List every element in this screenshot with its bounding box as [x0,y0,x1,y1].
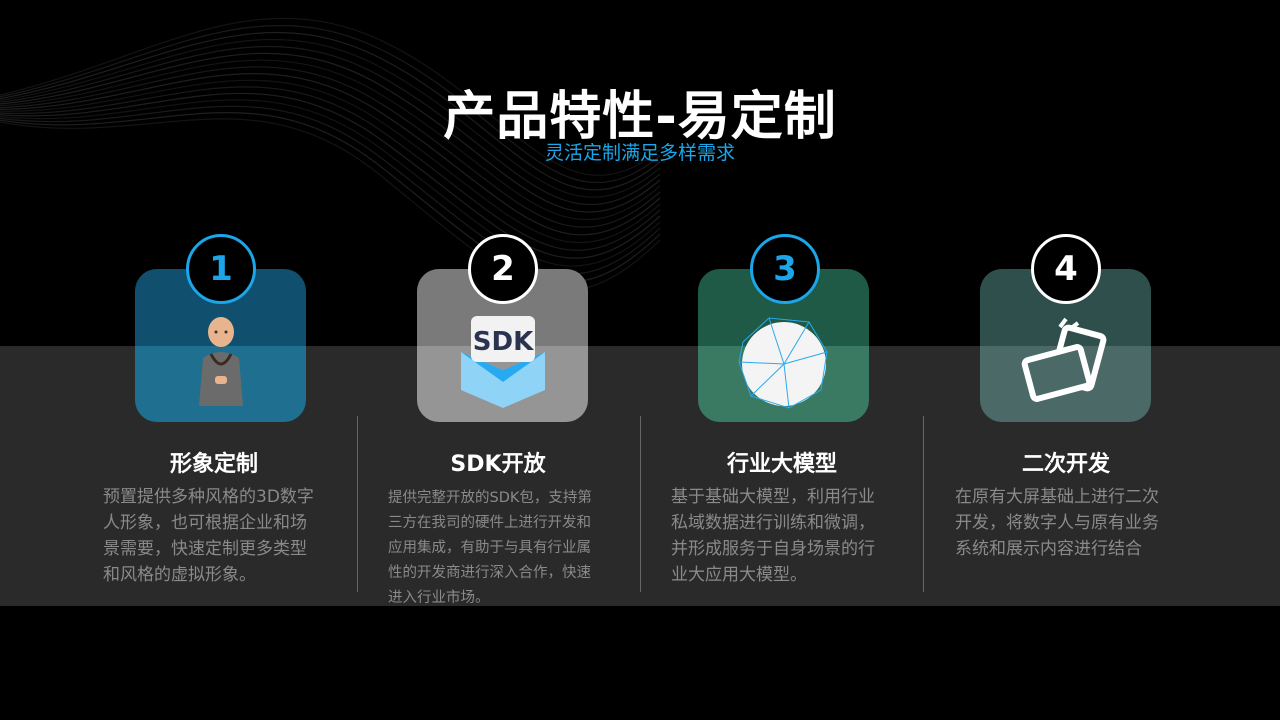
page-title: 产品特性-易定制 [443,87,837,147]
wave-line [0,59,661,220]
wave-line [0,73,661,236]
feature-desc: 提供完整开放的SDK包，支持第三方在我司的硬件上进行开发和应用集成，有助于与具有… [388,490,592,606]
feature-number-4: 4 [1031,234,1101,304]
wave-line [0,86,661,251]
wave-line [0,99,661,267]
feature-number-3: 3 [750,234,820,304]
network-sphere-icon [698,312,869,412]
page-subtitle: 灵活定制满足多样需求 [544,142,735,164]
wave-line [0,24,661,184]
wave-line [0,92,661,259]
feature-title: 行业大模型 [726,452,837,477]
wave-line [0,31,661,191]
feature-desc: 预置提供多种风格的3D数字人形象，也可根据企业和场景需要，快速定制更多类型和风格… [103,487,314,585]
feature-number-1: 1 [186,234,256,304]
sdk-label: SDK [472,327,533,357]
wave-line [0,66,661,228]
devices-icon [980,312,1151,412]
feature-title: 二次开发 [1021,452,1110,477]
wave-line [0,17,661,176]
wave-line [0,38,661,198]
wave-line [0,52,661,213]
divider [357,416,358,592]
feature-number-2: 2 [468,234,538,304]
digital-avatar-icon [135,312,306,412]
wave-line [0,45,661,206]
sdk-box-icon: SDK [417,312,588,412]
feature-title: SDK开放 [450,452,546,477]
feature-desc: 在原有大屏基础上进行二次开发，将数字人与原有业务系统和展示内容进行结合 [955,487,1159,559]
feature-desc: 基于基础大模型，利用行业私域数据进行训练和微调，并形成服务于自身场景的行业大应用… [671,487,875,585]
divider [640,416,641,592]
wave-line [0,79,661,244]
feature-title: 形象定制 [169,452,258,477]
divider [923,416,924,592]
